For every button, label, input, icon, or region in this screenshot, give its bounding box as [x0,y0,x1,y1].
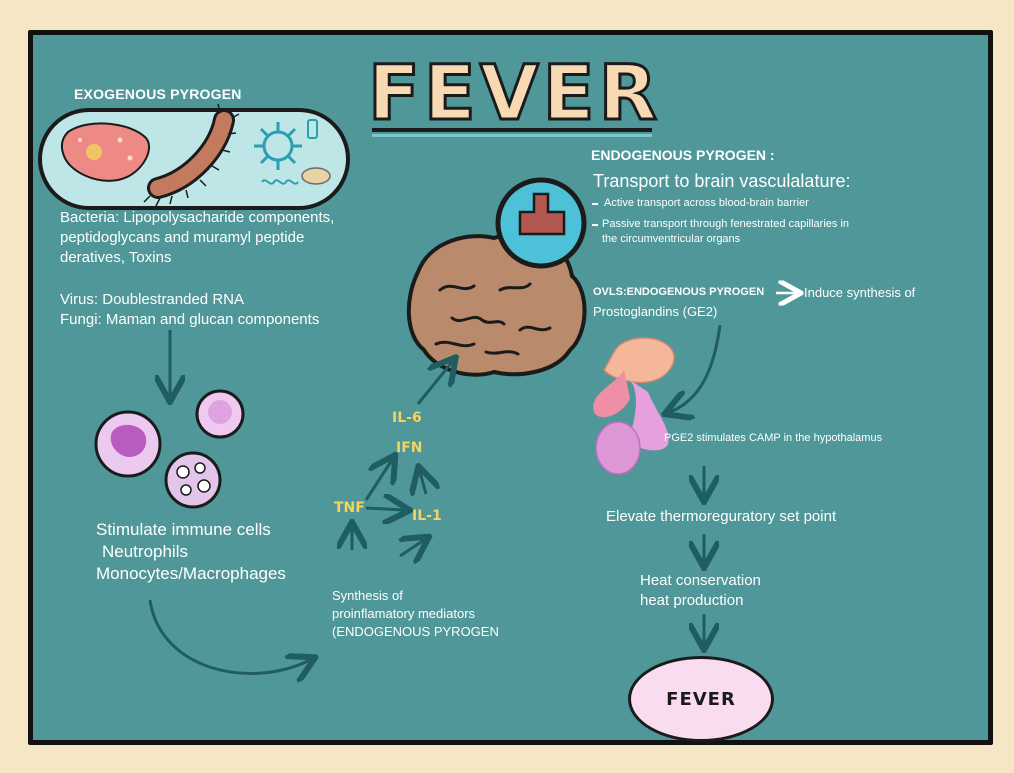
virus-text: Virus: Doublestranded RNA [60,291,244,309]
prostaglandins-text: Prostoglandins (GE2) [593,304,717,320]
bacteria-line-1: Bacteria: Lipopolysacharide components, [60,209,334,227]
endogenous-heading: ENDOGENOUS PYROGEN : [591,147,775,164]
ovls-label: OVLS:ENDOGENOUS PYROGEN [593,286,764,299]
title-underline-accent [372,134,652,137]
tnf-label: TNF [334,500,365,516]
synthesis-line-2: proinflamatory mediators [332,606,475,622]
immune-line-2: Neutrophils [102,542,188,563]
elevate-setpoint-text: Elevate thermoreguratory set point [606,508,836,526]
fever-outcome-oval: FEVER [628,656,774,742]
passive-transport-line-1: Passive transport through fenestrated ca… [602,218,849,231]
fungi-text: Fungi: Maman and glucan components [60,311,319,329]
heat-line-2: heat production [640,592,743,610]
ovls-prefix: OVLS: [593,286,627,298]
bacteria-line-2: peptidoglycans and muramyl peptide [60,229,304,247]
monocyte-icon [166,453,220,507]
bacteria-line-3: deratives, Toxins [60,249,171,267]
transport-heading: Transport to brain vasculalature: [593,171,850,193]
immune-line-3: Monocytes/Macrophages [96,564,286,585]
synthesis-line-3: (ENDOGENOUS PYROGEN [332,624,499,640]
immune-line-1: Stimulate immune cells [96,520,271,541]
ifn-label: IFN [396,440,423,456]
ovls-heading: ENDOGENOUS PYROGEN [627,286,765,298]
lymphocyte-icon [197,391,243,437]
induce-synthesis-text: Induce synthesis of [804,285,915,301]
heat-line-1: Heat conservation [640,572,761,590]
synthesis-line-1: Synthesis of [332,588,403,604]
fever-outcome-label: FEVER [666,689,736,710]
active-transport-text: Active transport across blood-brain barr… [604,197,809,210]
il1-label: IL-1 [412,508,442,524]
il6-label: IL-6 [392,410,422,426]
exogenous-heading: EXOGENOUS PYROGEN [74,86,242,103]
blood-vessel-inset-icon [498,180,584,266]
hypothalamus-icon [593,338,674,474]
page-title: FEVER [368,48,638,137]
bullet-dashes [592,204,598,225]
title-underline [372,128,652,132]
passive-transport-line-2: the circumventricular organs [602,233,740,246]
neutrophil-icon [96,412,160,476]
pge2-text: PGE2 stimulates CAMP in the hypothalamus [664,432,882,445]
